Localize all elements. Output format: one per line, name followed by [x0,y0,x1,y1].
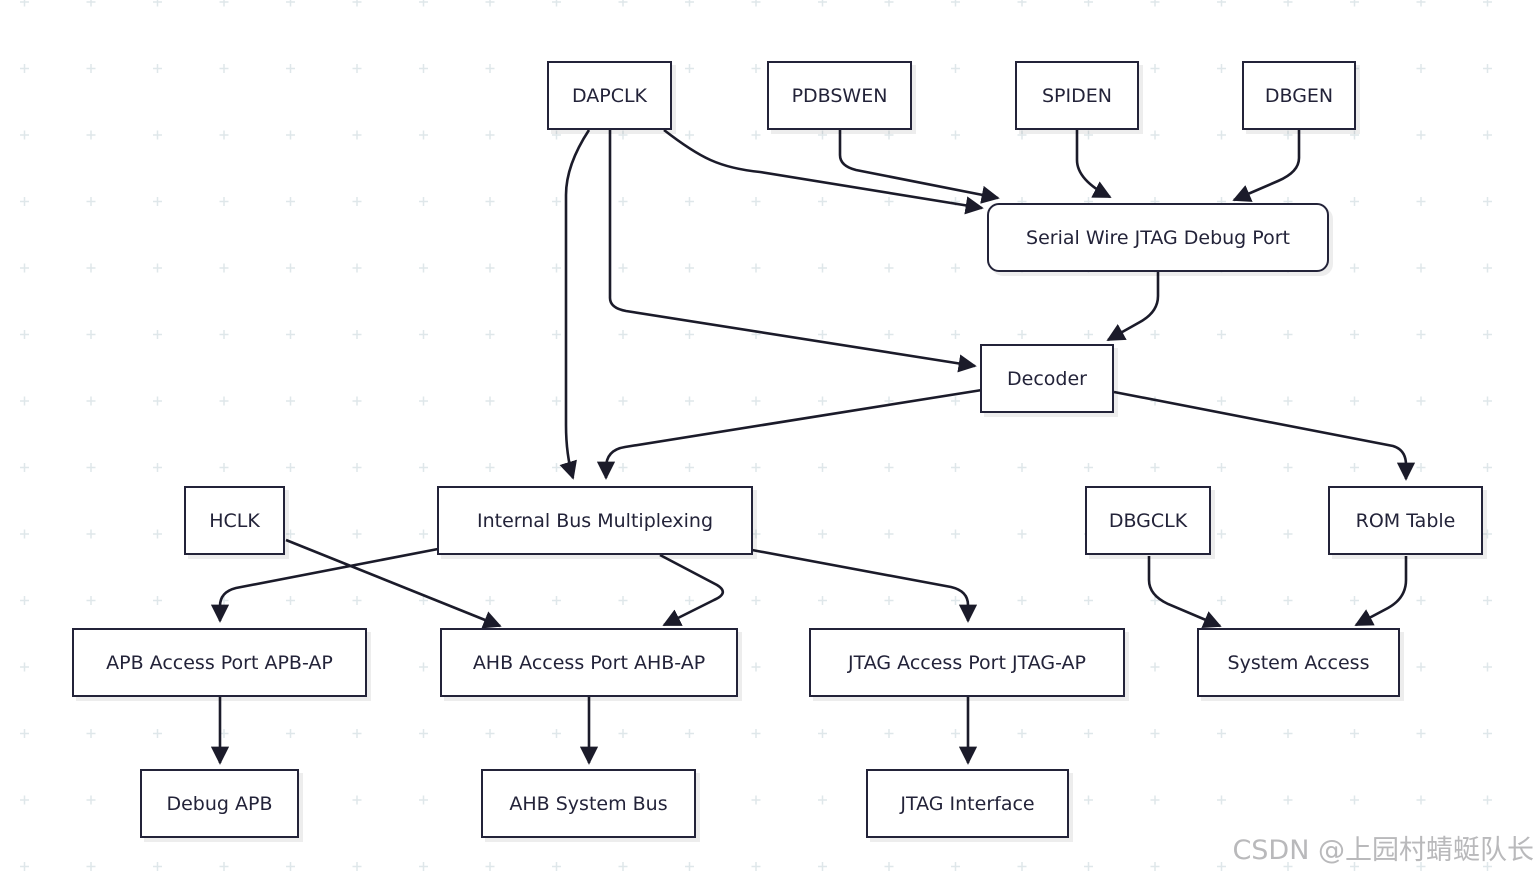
edge-dbgclk-sysaccess [1147,556,1222,628]
node-debug-apb[interactable]: Debug APB [140,769,299,838]
edge-dapclk-decoder [608,130,977,373]
edge-ibm-jtagap [751,548,978,623]
edge-dapclk-ibm [559,129,591,480]
edge-ibm-apbap [210,547,439,623]
node-dbgen[interactable]: DBGEN [1242,61,1356,130]
node-rom-table[interactable]: ROM Table [1328,486,1483,555]
node-serial-wire-jtag-debug-port[interactable]: Serial Wire JTAG Debug Port [987,203,1329,272]
node-ahb-access-port[interactable]: AHB Access Port AHB-AP [440,628,738,697]
node-jtag-access-port[interactable]: JTAG Access Port JTAG-AP [809,628,1125,697]
node-apb-access-port[interactable]: APB Access Port APB-AP [72,628,367,697]
node-dbgclk[interactable]: DBGCLK [1085,486,1211,555]
edge-swjdp-decoder [1106,272,1160,342]
edge-rom-sysaccess [1354,556,1408,627]
node-dapclk[interactable]: DAPCLK [547,61,672,130]
node-ahb-system-bus[interactable]: AHB System Bus [481,769,696,838]
edge-decoder-rom [1113,390,1416,481]
watermark-text: CSDN @上园村蜻蜓队长 [1232,835,1534,866]
node-decoder[interactable]: Decoder [980,344,1114,413]
node-hclk[interactable]: HCLK [184,486,285,555]
edge-dapclk-swjdp [663,128,984,215]
edge-hclk-ahbap [285,538,502,629]
node-spiden[interactable]: SPIDEN [1015,61,1139,130]
edge-dbgen-swjdp [1232,130,1301,202]
edge-ibm-ahbap [659,553,725,627]
edge-spiden-swjdp [1075,130,1112,199]
node-internal-bus-multiplexing[interactable]: Internal Bus Multiplexing [437,486,753,555]
node-system-access[interactable]: System Access [1197,628,1400,697]
node-pdbswen[interactable]: PDBSWEN [767,61,912,130]
edge-pdbswen-swjdp [838,130,1000,204]
edge-decoder-ibm [596,388,983,480]
node-jtag-interface[interactable]: JTAG Interface [866,769,1069,838]
